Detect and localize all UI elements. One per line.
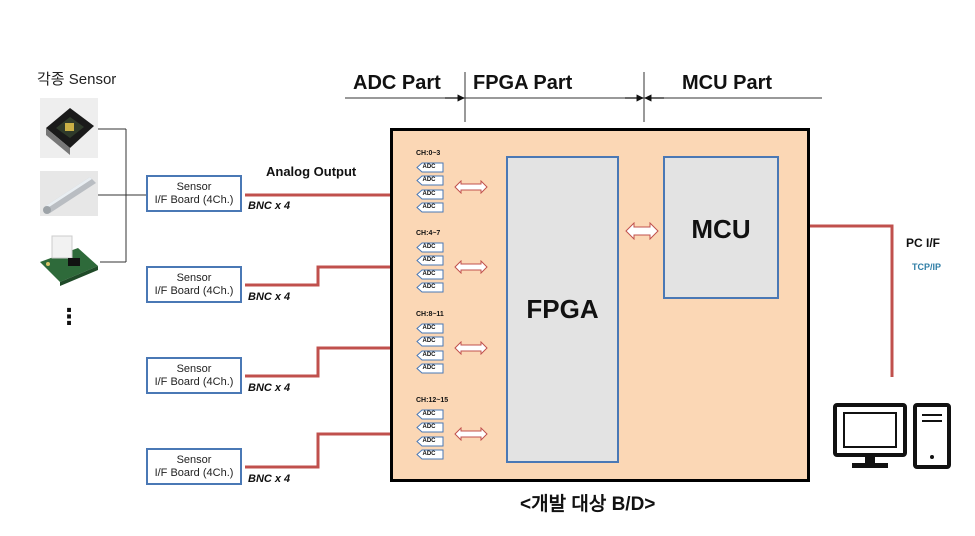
fpga-part-header: FPGA Part [473, 72, 573, 94]
tcp-ip-label: TCP/IP [912, 262, 942, 272]
adc-chip: ADC [416, 175, 444, 186]
if-board-sublabel: I/F Board (4Ch.) [154, 467, 234, 479]
adc-chip: ADC [416, 269, 444, 280]
adc-part-header: ADC Part [353, 72, 441, 94]
adc-chip: ADC [416, 202, 444, 213]
if-board-sublabel: I/F Board (4Ch.) [154, 285, 234, 297]
adc-chip: ADC [416, 449, 444, 460]
analog-lines [245, 193, 894, 469]
adc-label: ADC [422, 325, 436, 331]
if-board-3: Sensor I/F Board (4Ch.) [146, 357, 242, 394]
if-board-label: Sensor [176, 272, 212, 284]
adc-label: ADC [422, 204, 436, 211]
if-board-1: Sensor I/F Board (4Ch.) [146, 175, 242, 212]
channel-group-label: CH:8~11 [416, 311, 444, 318]
desktop-pc-icon [832, 402, 954, 477]
bnc-label-3: BNC x 4 [248, 382, 291, 394]
adc-fpga-link-arrow [454, 426, 488, 446]
adc-chip: ADC [416, 350, 444, 361]
adc-label: ADC [422, 338, 436, 345]
if-board-2: Sensor I/F Board (4Ch.) [146, 266, 242, 303]
fpga-block: FPGA [506, 156, 619, 463]
adc-label: ADC [422, 257, 436, 264]
if-board-label: Sensor [176, 454, 212, 466]
analog-output-label: Analog Output [266, 164, 357, 179]
if-board-sublabel: I/F Board (4Ch.) [154, 194, 234, 206]
bnc-label-1: BNC x 4 [248, 200, 291, 212]
adc-label: ADC [422, 190, 436, 197]
adc-chip: ADC [416, 436, 444, 447]
adc-fpga-link-arrow [454, 340, 488, 360]
adc-chip: ADC [416, 189, 444, 200]
adc-label: ADC [422, 244, 436, 250]
pc-if-label: PC I/F [906, 236, 941, 250]
adc-label: ADC [422, 411, 436, 417]
sensor-bracket [97, 128, 146, 263]
adc-chip: ADC [416, 323, 444, 334]
adc-chip: ADC [416, 242, 444, 253]
adc-label: ADC [422, 177, 436, 184]
adc-chip: ADC [416, 363, 444, 374]
adc-chip: ADC [416, 336, 444, 347]
adc-label: ADC [422, 437, 436, 444]
adc-label: ADC [422, 451, 436, 458]
channel-group-label: CH:0~3 [416, 150, 441, 157]
module-sensor-photo [38, 232, 100, 288]
more-sensors-dots: ⋮ [58, 304, 80, 329]
adc-chip: ADC [416, 409, 444, 420]
board-caption: <개발 대상 B/D> [520, 494, 656, 515]
mcu-part-header: MCU Part [682, 72, 773, 94]
bnc-label-4: BNC x 4 [248, 473, 291, 485]
adc-chip: ADC [416, 255, 444, 266]
mcu-block: MCU [663, 156, 779, 299]
channel-group-label: CH:4~7 [416, 230, 441, 237]
adc-chip: ADC [416, 422, 444, 433]
adc-label: ADC [422, 424, 436, 431]
adc-label: ADC [422, 284, 436, 291]
channel-group-label: CH:12~15 [416, 397, 449, 404]
adc-label: ADC [422, 365, 436, 372]
if-board-label: Sensor [176, 363, 212, 375]
if-board-label: Sensor [176, 181, 212, 193]
if-board-sublabel: I/F Board (4Ch.) [154, 376, 234, 388]
chip-sensor-photo [40, 98, 98, 158]
adc-fpga-link-arrow [454, 259, 488, 279]
if-board-4: Sensor I/F Board (4Ch.) [146, 448, 242, 485]
bnc-label-2: BNC x 4 [248, 291, 291, 303]
adc-label: ADC [422, 164, 436, 170]
adc-chip: ADC [416, 162, 444, 173]
probe-sensor-photo [40, 171, 98, 216]
sensor-title: 각종 Sensor [37, 71, 117, 88]
fpga-mcu-link-arrow [625, 221, 659, 245]
adc-label: ADC [422, 351, 436, 358]
adc-fpga-link-arrow [454, 179, 488, 199]
adc-label: ADC [422, 270, 436, 277]
adc-chip: ADC [416, 282, 444, 293]
